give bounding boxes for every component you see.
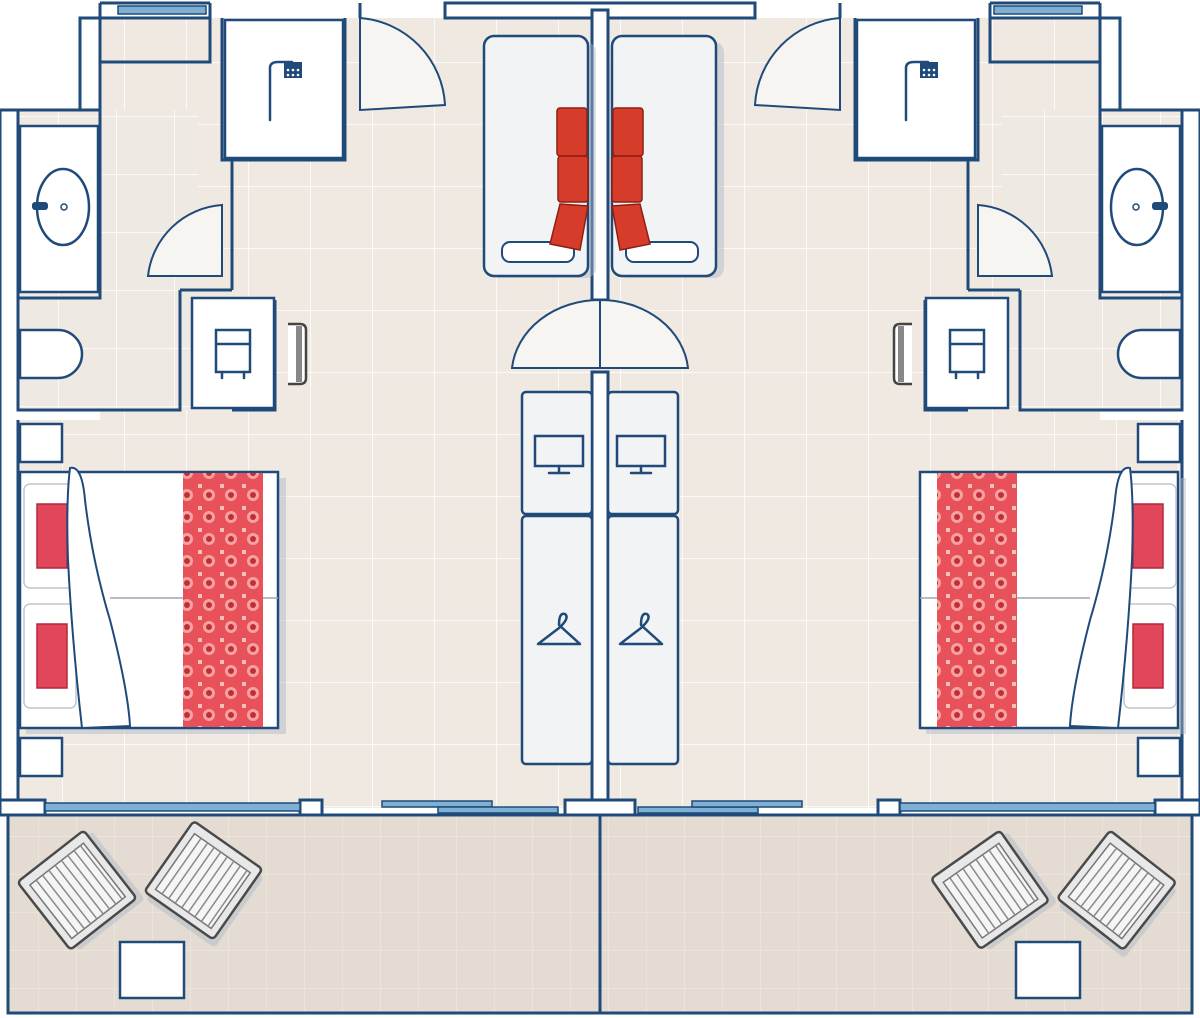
shower-icon bbox=[904, 60, 938, 122]
nightstand-top-left bbox=[18, 422, 64, 464]
balcony-chair-right-1 bbox=[931, 830, 1056, 950]
shower-icon bbox=[268, 60, 302, 122]
tv-wardrobe-left bbox=[520, 390, 594, 766]
balcony-chair-left-2 bbox=[144, 821, 263, 947]
nightstand-bottom-right bbox=[1136, 736, 1182, 778]
tv-icon bbox=[533, 434, 585, 475]
sink bbox=[1109, 167, 1168, 247]
sink bbox=[32, 167, 91, 247]
tv-icon bbox=[615, 434, 667, 475]
shower-tray bbox=[223, 18, 345, 160]
double-bed-right bbox=[918, 466, 1186, 734]
nightstand-bottom-left bbox=[18, 736, 64, 778]
double-bed-left bbox=[18, 466, 286, 734]
desk-chair bbox=[288, 322, 308, 386]
windows bbox=[44, 5, 1156, 814]
toilet bbox=[1116, 328, 1182, 380]
wardrobe-hanger-icon bbox=[618, 612, 664, 646]
right-bathroom bbox=[855, 18, 1182, 410]
desk bbox=[924, 296, 1010, 410]
minibar-icon bbox=[948, 328, 986, 380]
sun-lounger-left bbox=[482, 34, 596, 278]
shower-tray bbox=[855, 18, 977, 160]
nightstand-top-right bbox=[1136, 422, 1182, 464]
side-table-right bbox=[1014, 940, 1082, 1000]
desk bbox=[190, 296, 276, 410]
tv-wardrobe-right bbox=[606, 390, 680, 766]
doors[interactable] bbox=[146, 16, 1054, 369]
desk-chair bbox=[892, 322, 912, 386]
minibar-icon bbox=[214, 328, 252, 380]
side-table-left bbox=[118, 940, 186, 1000]
sun-lounger-right bbox=[610, 34, 724, 278]
balcony-chair-left-1 bbox=[17, 830, 144, 950]
wardrobe-hanger-icon bbox=[536, 612, 582, 646]
left-bathroom bbox=[18, 18, 345, 410]
toilet bbox=[18, 328, 84, 380]
balcony-chair-right-2 bbox=[1057, 830, 1176, 957]
